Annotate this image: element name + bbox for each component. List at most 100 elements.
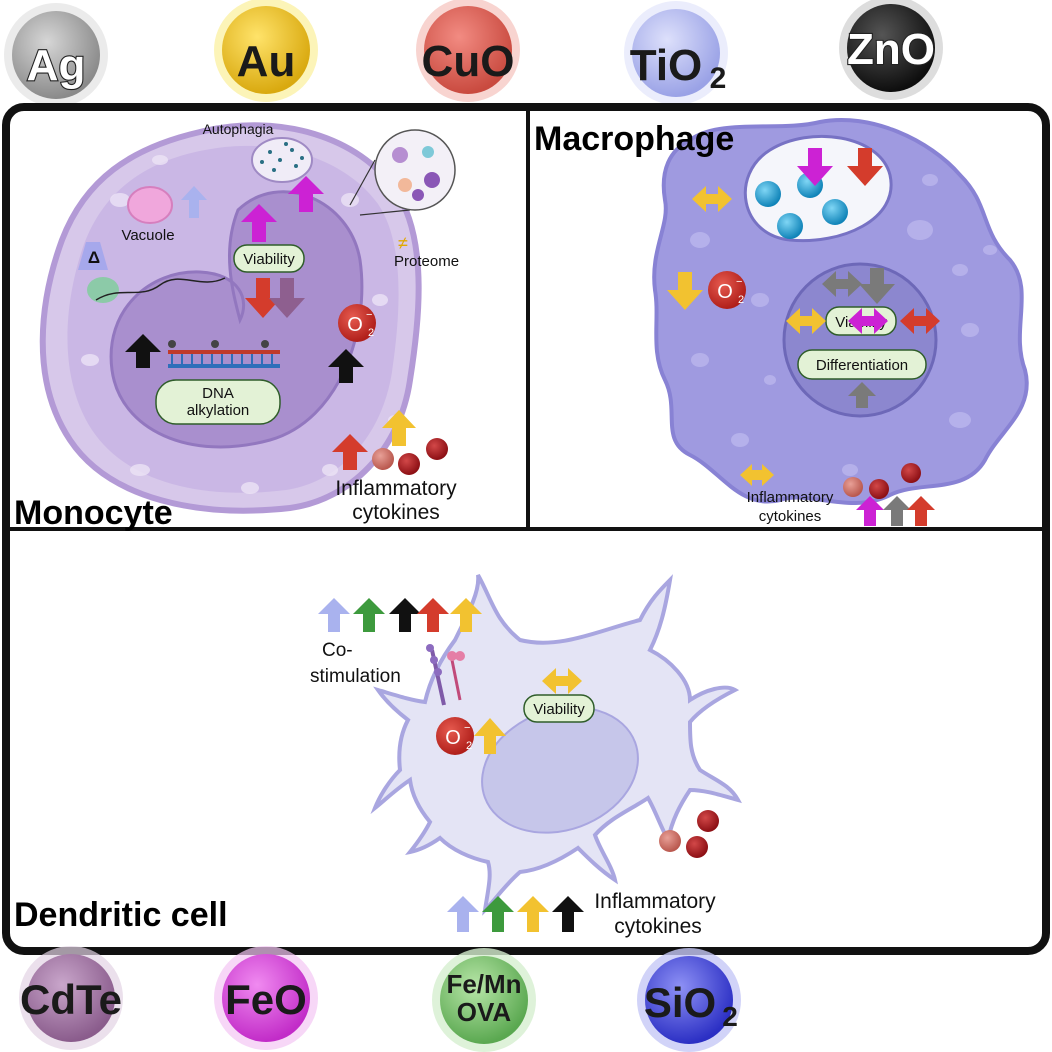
cytokines-label-line2: cytokines (352, 501, 440, 524)
arrow-up-icon (382, 410, 416, 446)
nanoparticle-label: SiO (644, 979, 716, 1026)
arrow-up-icon (848, 382, 876, 408)
ros-subscript: 2 (466, 740, 472, 752)
nanoparticle-label: FeO (225, 976, 307, 1023)
cytokines-label-line1: Inflammatory (335, 477, 457, 500)
autophagy-vesicle (251, 137, 313, 183)
nanoparticle-subscript: 2 (722, 1001, 738, 1032)
ros-label: O (347, 314, 363, 336)
cytokine-sphere (869, 479, 889, 499)
autophagia-label: Autophagia (203, 121, 274, 137)
monocyte-arrows (125, 176, 416, 470)
arrow-up-icon (241, 204, 277, 242)
arrow-up-icon (482, 896, 514, 932)
mrna-strand-icon (95, 277, 226, 301)
nanoparticle-dot (755, 181, 781, 207)
macrophage-title: Macrophage (534, 120, 734, 158)
cytokines-label-line1: Inflammatory (594, 890, 716, 913)
arrow-bidirectional-icon (848, 308, 888, 334)
arrow-down-icon (269, 278, 305, 318)
arrow-up-icon (856, 496, 884, 526)
arrow-bidirectional-icon (542, 668, 582, 694)
ros-superscript: − (366, 309, 372, 321)
protein-icon (87, 277, 119, 303)
arrow-down-icon (667, 272, 703, 310)
ros-superscript: − (464, 722, 470, 734)
delta-marker (78, 242, 108, 270)
nanoparticle-label: ZnO (847, 25, 935, 74)
cytokines-label-line2: cytokines (614, 915, 702, 938)
arrow-up-icon (389, 598, 421, 632)
outer-frame (2, 103, 1050, 955)
dna-ladder-icon (168, 340, 280, 368)
arrow-bidirectional-icon (740, 464, 774, 486)
arrow-up-icon (450, 598, 482, 632)
monocyte-title: Monocyte (14, 494, 173, 532)
arrow-bidirectional-icon (786, 308, 826, 334)
arrow-down-icon (859, 268, 895, 304)
arrow-up-icon (907, 496, 935, 526)
dna-alkylation-pill (155, 379, 281, 425)
arrow-bidirectional-icon (900, 308, 940, 334)
ros-icon (708, 271, 746, 309)
ros-label: O (717, 281, 733, 303)
proteome-not-equal: ≠ (398, 233, 408, 253)
cytokine-sphere (843, 477, 863, 497)
cytokine-sphere (372, 448, 394, 470)
ros-label: O (445, 727, 461, 749)
arrow-up-icon (332, 434, 368, 470)
arrow-up-icon (517, 896, 549, 932)
arrow-up-icon (328, 349, 364, 383)
cytokine-sphere (398, 453, 420, 475)
nanoparticle-subscript: 2 (710, 62, 727, 95)
dna-label-line1: DNA (202, 385, 234, 402)
vacuole (127, 186, 173, 224)
costimulation-label-line2: stimulation (310, 666, 401, 687)
ros-superscript: − (736, 276, 742, 288)
nanoparticle-label: Au (237, 37, 296, 86)
ros-subscript: 2 (368, 327, 374, 339)
macrophage-arrows (667, 148, 940, 526)
vacuole-label: Vacuole (121, 227, 174, 244)
nanoparticle-sio2: SiO 2 (637, 948, 741, 1052)
differentiation-pill (797, 349, 927, 380)
cytokine-sphere (697, 810, 719, 832)
nanoparticle-ag: Ag (4, 3, 108, 107)
arrow-up-icon (181, 186, 207, 218)
cytoplasm-texture (690, 174, 997, 476)
macrophage-panel: O 2 − Viability Differentiation (534, 117, 1029, 526)
nanoparticle-zno: ZnO (839, 0, 943, 100)
arrow-bidirectional-icon (822, 271, 862, 297)
differentiation-label: Differentiation (816, 357, 908, 374)
nanoparticle-label: CdTe (20, 976, 122, 1023)
cytokine-sphere (686, 836, 708, 858)
proteome-zoom (349, 129, 456, 216)
proteome-label: Proteome (394, 253, 459, 270)
arrow-up-icon (417, 598, 449, 632)
arrow-down-icon (245, 278, 281, 318)
viability-pill (523, 694, 595, 723)
nanoparticle-label: Ag (27, 41, 86, 90)
viability-label: Viability (243, 251, 295, 268)
cytokines-label-line1: Inflammatory (747, 489, 834, 506)
dendritic-title: Dendritic cell (14, 896, 228, 934)
nanoparticle-label: CuO (422, 37, 515, 86)
arrow-up-icon (288, 176, 324, 212)
cytokines-label-line2: cytokines (759, 508, 822, 525)
arrow-up-icon (353, 598, 385, 632)
dna-label-line2: alkylation (187, 402, 250, 419)
arrow-up-icon (552, 896, 584, 932)
nanoparticle-feo: FeO (214, 946, 318, 1050)
cytokine-sphere (659, 830, 681, 852)
arrow-bidirectional-icon (692, 186, 732, 212)
nanoparticle-label-line2: OVA (457, 997, 512, 1027)
nanoparticle-tio2: TiO 2 (624, 1, 728, 105)
arrow-up-icon (318, 598, 350, 632)
nanoparticle-dot (777, 213, 803, 239)
arrow-up-icon (474, 718, 506, 754)
ros-subscript: 2 (738, 294, 744, 306)
nanoparticle-femn-ova: Fe/Mn OVA (432, 948, 536, 1052)
nanoparticle-cuo: CuO (416, 0, 520, 102)
nanoparticle-row-top: Ag Au CuO TiO 2 ZnO (4, 0, 943, 107)
